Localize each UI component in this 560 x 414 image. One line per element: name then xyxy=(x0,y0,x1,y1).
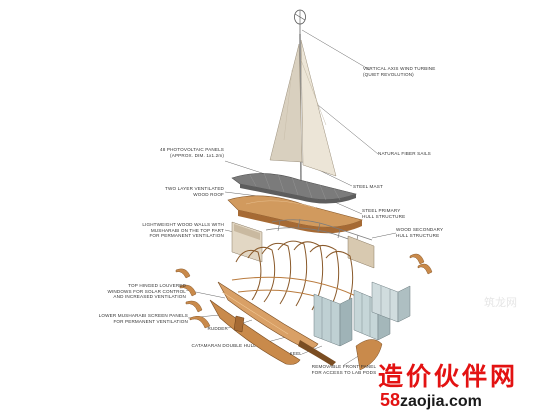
watermark-chinese-text: 造价伙伴网 xyxy=(378,362,519,391)
label-musharabi-panels: LOWER MUSHARABI SCREEN PANELS FOR PERMAN… xyxy=(98,313,188,324)
label-wood-walls: LIGHTWEIGHT WOOD WALLS WITH MUSHARABI ON… xyxy=(142,222,224,239)
wind-turbine-drawing xyxy=(294,9,306,34)
label-louvered-windows: TOP HINGED LOUVERED WINDOWS FOR SOLAR CO… xyxy=(107,283,186,300)
lab-pods-drawing xyxy=(313,281,411,347)
wood-roof-drawing xyxy=(227,195,363,234)
mast-and-sails-drawing xyxy=(269,33,337,191)
label-steel-hull: STEEL PRIMARY HULL STRUCTURE xyxy=(362,208,406,219)
pv-panels-drawing xyxy=(231,172,357,204)
label-keel: KEEL xyxy=(289,351,302,356)
label-wood-roof: TWO LAYER VENTILATED WOOD ROOF xyxy=(165,186,224,197)
loose-ribs-drawing xyxy=(175,253,433,329)
label-steel-mast: STEEL MAST xyxy=(353,184,383,189)
label-rudder: RUDDER xyxy=(207,326,228,331)
label-wind-turbine: VERTICAL AXIS WIND TURBINE (QUIET REVOLU… xyxy=(363,66,436,77)
label-fiber-sails: NATURAL FIBER SAILS xyxy=(378,151,431,156)
label-wood-hull: WOOD SECONDARY HULL STRUCTURE xyxy=(396,227,444,238)
watermark-url: 58zaojia.com xyxy=(380,390,482,411)
label-pv-panels: 48 PHOTOVOLTAIC PANELS (APPROX. DIM. 1x1… xyxy=(160,147,224,158)
watermark-url-number: 58 xyxy=(380,390,401,410)
steel-structure-drawing xyxy=(265,218,375,249)
wood-walls-drawing xyxy=(231,221,375,269)
label-front-panel: REMOVABLE FRONT PANEL FOR ACCESS TO LAB … xyxy=(311,364,377,375)
watermark-url-domain: zaojia.com xyxy=(400,393,482,410)
label-catamaran-hull: CATAMARAN DOUBLE HULL xyxy=(191,343,256,348)
faint-logo-watermark: 筑龙网 xyxy=(484,296,517,309)
keel-drawing xyxy=(298,339,383,371)
